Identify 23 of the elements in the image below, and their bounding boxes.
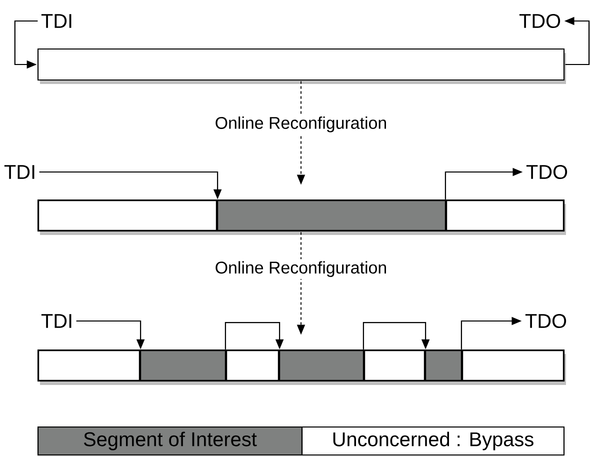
segment-box xyxy=(226,350,279,381)
port-label: TDI xyxy=(4,165,34,179)
segment-box xyxy=(217,200,446,231)
port-label: TDI xyxy=(41,314,72,328)
register-bar xyxy=(37,48,565,81)
edge-label: Online Reconfiguration xyxy=(212,259,390,279)
legend-item: Unconcerned : Bypass xyxy=(301,426,565,456)
arrow xyxy=(362,322,430,350)
port-label: TDO xyxy=(526,164,568,180)
segment-box xyxy=(446,200,564,231)
port-label: TDO xyxy=(519,14,560,28)
arrow xyxy=(224,322,284,350)
port-label: TDO xyxy=(525,314,566,328)
segment-box xyxy=(462,350,564,381)
edge-label: Online Reconfiguration xyxy=(212,114,390,134)
port-label: TDI xyxy=(41,14,72,28)
segment-box xyxy=(140,350,226,381)
segment-box xyxy=(38,200,218,231)
segment-box xyxy=(425,350,462,381)
segment-box xyxy=(38,350,140,381)
segment-box xyxy=(364,350,425,381)
segment-box xyxy=(279,350,364,381)
legend-item: Segment of Interest xyxy=(37,426,303,456)
